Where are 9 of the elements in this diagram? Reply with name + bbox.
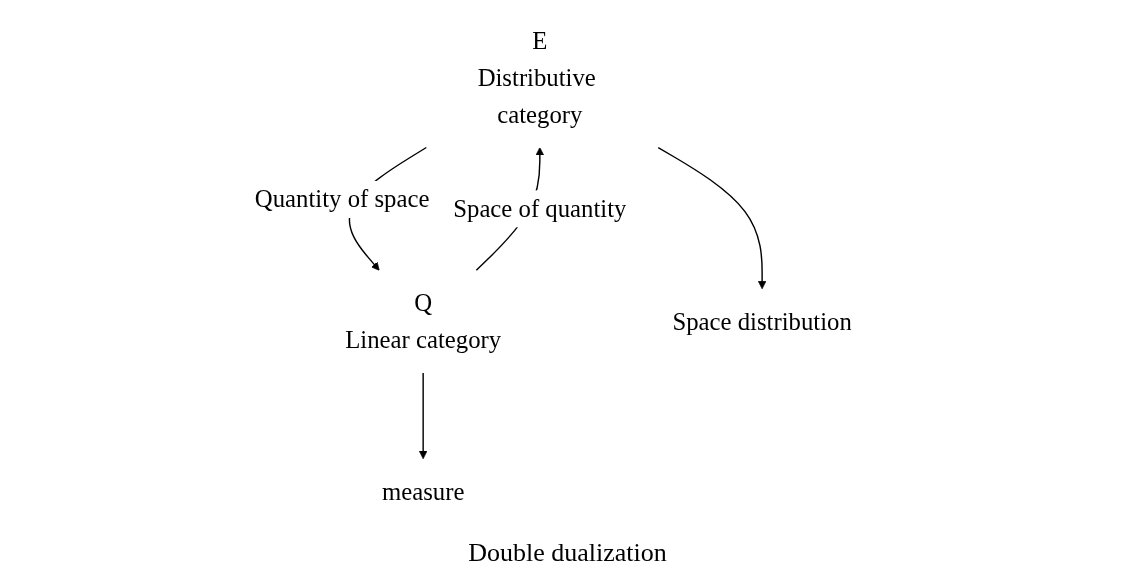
edge-label: Space of quantity bbox=[453, 195, 627, 223]
edge-label: Quantity of space bbox=[254, 185, 430, 214]
arrow bbox=[657, 146, 767, 290]
arrow bbox=[418, 372, 428, 460]
node-text: Space distribution bbox=[672, 307, 852, 336]
node-text: E Distributive category bbox=[477, 26, 596, 129]
node-text: measure bbox=[381, 477, 465, 506]
node-text: Q Linear category bbox=[345, 289, 501, 355]
caption: Double dualization bbox=[468, 538, 667, 568]
